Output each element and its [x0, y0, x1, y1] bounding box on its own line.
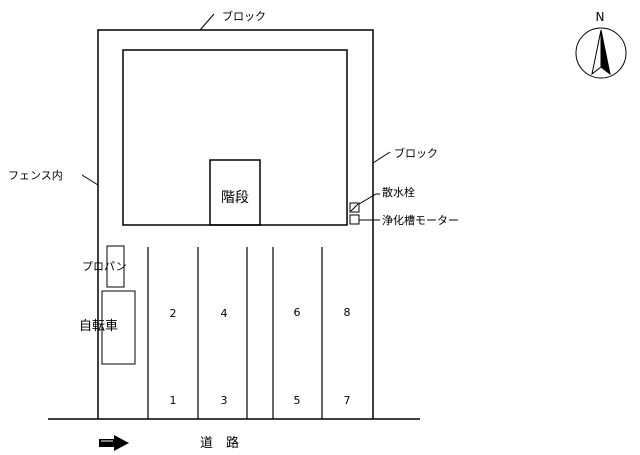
- block-top-label: ブロック: [222, 9, 266, 23]
- bicycle-area: [101, 290, 136, 365]
- sprinkler-hydrant-label: 散水栓: [382, 185, 415, 199]
- parking-numbers: 2 4 6 8 1 3 5 7: [170, 306, 351, 407]
- bicycle-label: 自転車: [79, 319, 118, 334]
- entrance-arrow-icon: [99, 435, 129, 451]
- road-label: 道 路: [200, 435, 239, 451]
- parking-dividers: [147, 247, 323, 419]
- parking-space-number: 6: [294, 306, 301, 319]
- stairs-box: [209, 159, 261, 226]
- property-boundary: [97, 29, 374, 419]
- septic-motor-box: [349, 214, 360, 225]
- sprinkler-hydrant-box: [349, 202, 360, 213]
- north-label: N: [596, 10, 605, 24]
- stairs-label: 階段: [221, 190, 249, 206]
- septic-motor-label: 浄化槽モーター: [382, 213, 459, 227]
- parking-space-number: 5: [294, 394, 301, 407]
- compass: N: [575, 10, 627, 79]
- block-top-leader: [199, 13, 215, 31]
- sprinkler-hydrant-mark: [350, 203, 359, 212]
- compass-circle: [575, 27, 627, 79]
- propane-label: プロパン: [82, 260, 127, 273]
- compass-needle-right: [600, 29, 611, 76]
- parking-space-number: 1: [170, 394, 177, 407]
- fence-leader: [81, 174, 99, 186]
- parking-space-number: 7: [344, 394, 351, 407]
- parking-space-number: 4: [221, 307, 228, 320]
- parking-space-number: 2: [170, 307, 177, 320]
- propane-box: [106, 245, 125, 288]
- sprinkler-hydrant-leader: [358, 193, 380, 205]
- compass-needle-left: [591, 29, 602, 76]
- block-right-label: ブロック: [394, 146, 438, 160]
- block-right-leader: [372, 151, 391, 164]
- fence-inside-label: フェンス内: [8, 168, 63, 182]
- parking-space-number: 8: [344, 306, 351, 319]
- parking-space-number: 3: [221, 394, 228, 407]
